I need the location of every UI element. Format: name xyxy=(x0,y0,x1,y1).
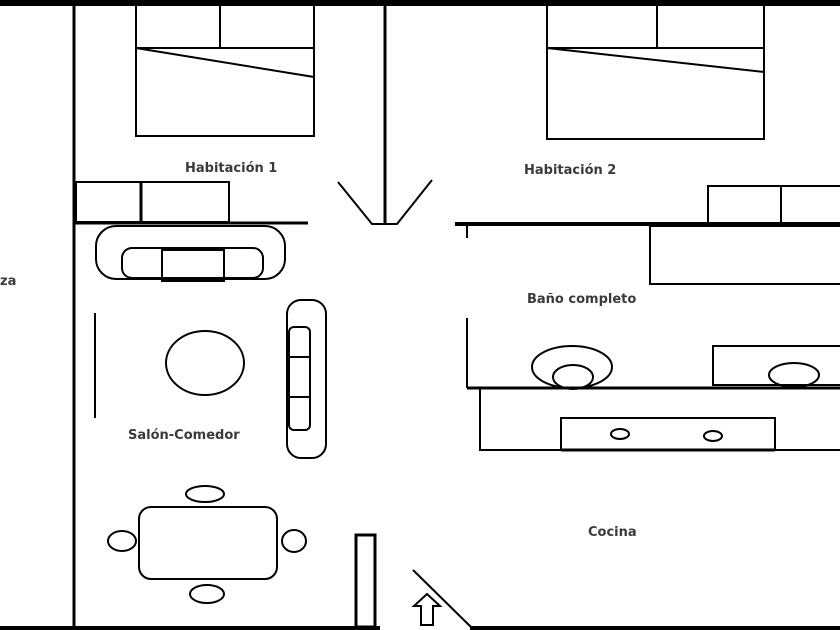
label-bano: Baño completo xyxy=(527,292,636,307)
coffee-table xyxy=(165,330,245,396)
bed-1 xyxy=(135,3,315,137)
label-habitacion-2: Habitación 2 xyxy=(524,163,616,178)
bed-2 xyxy=(546,3,765,140)
kitchen-counter xyxy=(479,389,840,452)
up-arrow-icon xyxy=(411,592,443,626)
label-terraza: za xyxy=(0,274,16,289)
label-cocina: Cocina xyxy=(588,525,637,540)
entrance-door xyxy=(412,569,473,629)
column xyxy=(354,533,377,629)
label-habitacion-1: Habitación 1 xyxy=(185,161,277,176)
sofa-top xyxy=(95,225,286,282)
wardrobe-2 xyxy=(707,185,840,224)
bedroom-doors xyxy=(337,179,433,225)
sofa-right xyxy=(286,299,327,459)
label-salon: Salón-Comedor xyxy=(128,428,240,443)
dining-table xyxy=(107,485,307,604)
bathroom xyxy=(466,225,840,390)
wardrobe-1 xyxy=(75,181,230,223)
